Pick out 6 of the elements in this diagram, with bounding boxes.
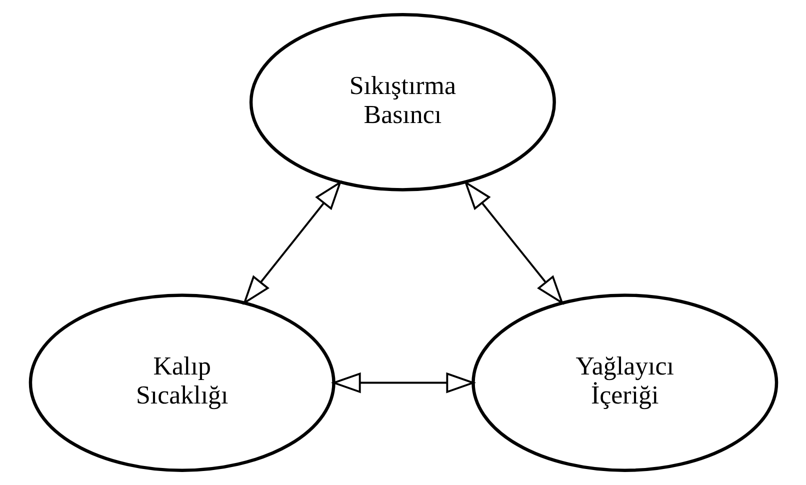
node-ellipse: Yağlayıcı İçeriği [471, 294, 778, 472]
arrow [463, 180, 564, 306]
arrow [242, 180, 342, 306]
node-ellipse: Sıkıştırma Basıncı [248, 13, 556, 192]
node-ellipse: Kalıp Sıcaklığı [28, 294, 335, 472]
arrow [330, 372, 476, 394]
